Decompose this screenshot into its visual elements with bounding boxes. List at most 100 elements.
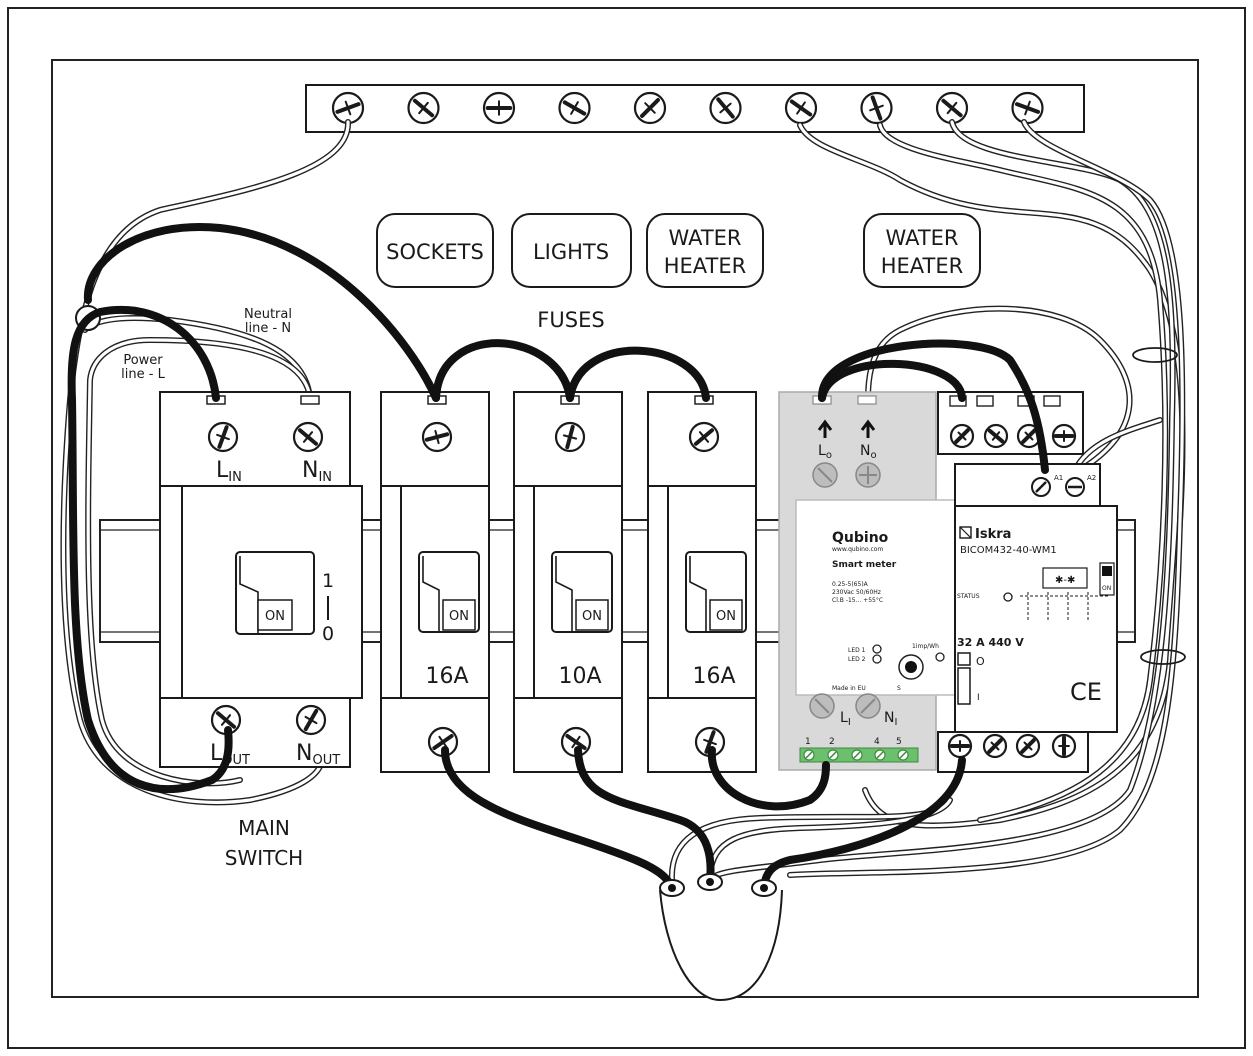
imp-led-icon [935,652,945,662]
meter-url: www.qubino.com [832,546,883,553]
label-neutral-1: Neutral [244,307,292,322]
bar-screw-icon [935,91,969,125]
a1-label: A1 [1054,474,1063,482]
n-out-screw-icon [295,704,327,736]
meter-led2-label: LED 2 [848,656,866,663]
li-label: LI [840,710,851,728]
label-water-heater-1-line1: WATER [668,226,741,250]
contactor-top-screw-icon [949,423,975,449]
no-label: No [860,443,877,461]
n-out-label: NOUT [296,741,340,768]
meter-made-in: Made in EU [832,685,866,692]
ce-mark: CE [1070,678,1102,706]
fuse-rating: 16A [425,664,468,689]
contactor-bottom-screw-icon [1051,733,1077,759]
meter-spec-1: 0.25-5(65)A [832,581,869,588]
a2-terminal-icon [1065,477,1085,497]
main-switch-on-label: ON [265,609,285,624]
label-power-1: Power [123,353,163,368]
fuse-on-label: ON [716,609,736,624]
fuse-top-screw-icon [421,421,453,453]
meter-spec-2: 230Vac 50/60Hz [832,589,881,596]
circuit-labels: SOCKETS LIGHTS WATER HEATER WATER HEATER… [121,213,981,870]
n-in-label: NIN [302,458,332,485]
l-in-label: LIN [216,458,242,485]
contactor-rating: 32 A 440 V [957,636,1024,649]
contactor-brand: Iskra [975,527,1011,542]
fuse-bottom-screw-icon [427,726,459,758]
bar-screw-icon [331,91,365,125]
fuse-rating: 16A [692,664,735,689]
terminal-1: 1 [805,737,811,747]
a1-terminal-icon [1031,477,1051,497]
label-main-switch-2: SWITCH [225,846,303,870]
meter-s-label: S [897,685,901,692]
neutral-bar [305,84,1085,133]
bar-screw-icon [407,91,440,125]
meter-led1-label: LED 1 [848,647,866,654]
bar-screw-icon [482,91,516,125]
n-in-screw-icon [292,421,324,453]
contact-schematic-icon [1020,592,1110,620]
enclosure-frame [51,59,1199,998]
contactor-bottom-screw-icon [1015,733,1041,759]
led1-icon [872,644,882,654]
smart-meter: Lo No Qubino www.qubino.com Smart meter … [778,391,957,771]
meter-brand: Qubino [832,530,889,546]
bar-screw-icon [1011,91,1044,125]
terminal-2: 2 [829,737,835,747]
led2-icon [872,654,882,664]
cable-conduit [659,873,783,1002]
contactor-bottom-screw-icon [947,733,973,759]
meter-spec-3: Cl.B -15... +55°C [832,597,883,604]
lo-label: Lo [818,443,832,461]
label-water-heater-1-line2: HEATER [664,254,746,278]
meter-imp-label: 1imp/Wh [912,643,939,650]
label-water-heater-2-line2: HEATER [881,254,963,278]
main-switch: ON 1 0 LIN NIN LOUT NOUT [159,391,363,768]
bar-screw-icon [860,91,893,125]
outer-frame [7,7,1246,1049]
main-switch-pos-1: 1 [322,570,334,592]
ni-label: NI [884,710,897,728]
cable-tie-icon [1132,347,1178,363]
bar-screw-icon [633,91,667,125]
bar-screw-icon [558,91,591,125]
fuse-on-label: ON [582,609,602,624]
contactor-manual-lever[interactable] [957,667,971,705]
cable-tie-icon [1140,649,1186,665]
contactor-on-label: ON [1102,585,1111,592]
contactor-off-label: O [976,655,985,668]
l-in-screw-icon [207,421,239,453]
label-sockets: SOCKETS [386,240,484,264]
label-water-heater-2-line1: WATER [885,226,958,250]
bar-screw-icon [784,91,818,125]
fuse-3: ON 16A [647,391,757,773]
coil-symbol-glyph-icon: ✱-✱ [1055,575,1075,586]
main-switch-pos-0: 0 [322,623,334,645]
fuse-top-screw-icon [688,421,720,453]
fuse-bottom-screw-icon [694,726,726,758]
label-power-2: line - L [121,367,165,382]
bar-screw-icon [709,91,742,125]
label-neutral-2: line - N [245,321,291,336]
fuse-rating: 10A [558,664,601,689]
live-wires [67,223,1049,892]
contactor-top-screw-icon [983,423,1009,449]
label-fuses: FUSES [537,308,604,332]
contactor-status-label: STATUS [957,593,980,600]
fuse-top-screw-icon [554,421,586,453]
meter-model: Smart meter [832,560,897,570]
fuse-2: ON 10A [513,391,623,773]
status-led-icon [1003,592,1013,602]
coil-symbol-icon [1042,567,1088,589]
contactor-bottom-screw-icon [982,733,1008,759]
contactor-top-screw-icon [1051,423,1077,449]
meter-button-dot-icon [905,661,917,673]
contactor-model: BICOM432-40-WM1 [960,545,1057,556]
label-lights: LIGHTS [533,240,609,264]
